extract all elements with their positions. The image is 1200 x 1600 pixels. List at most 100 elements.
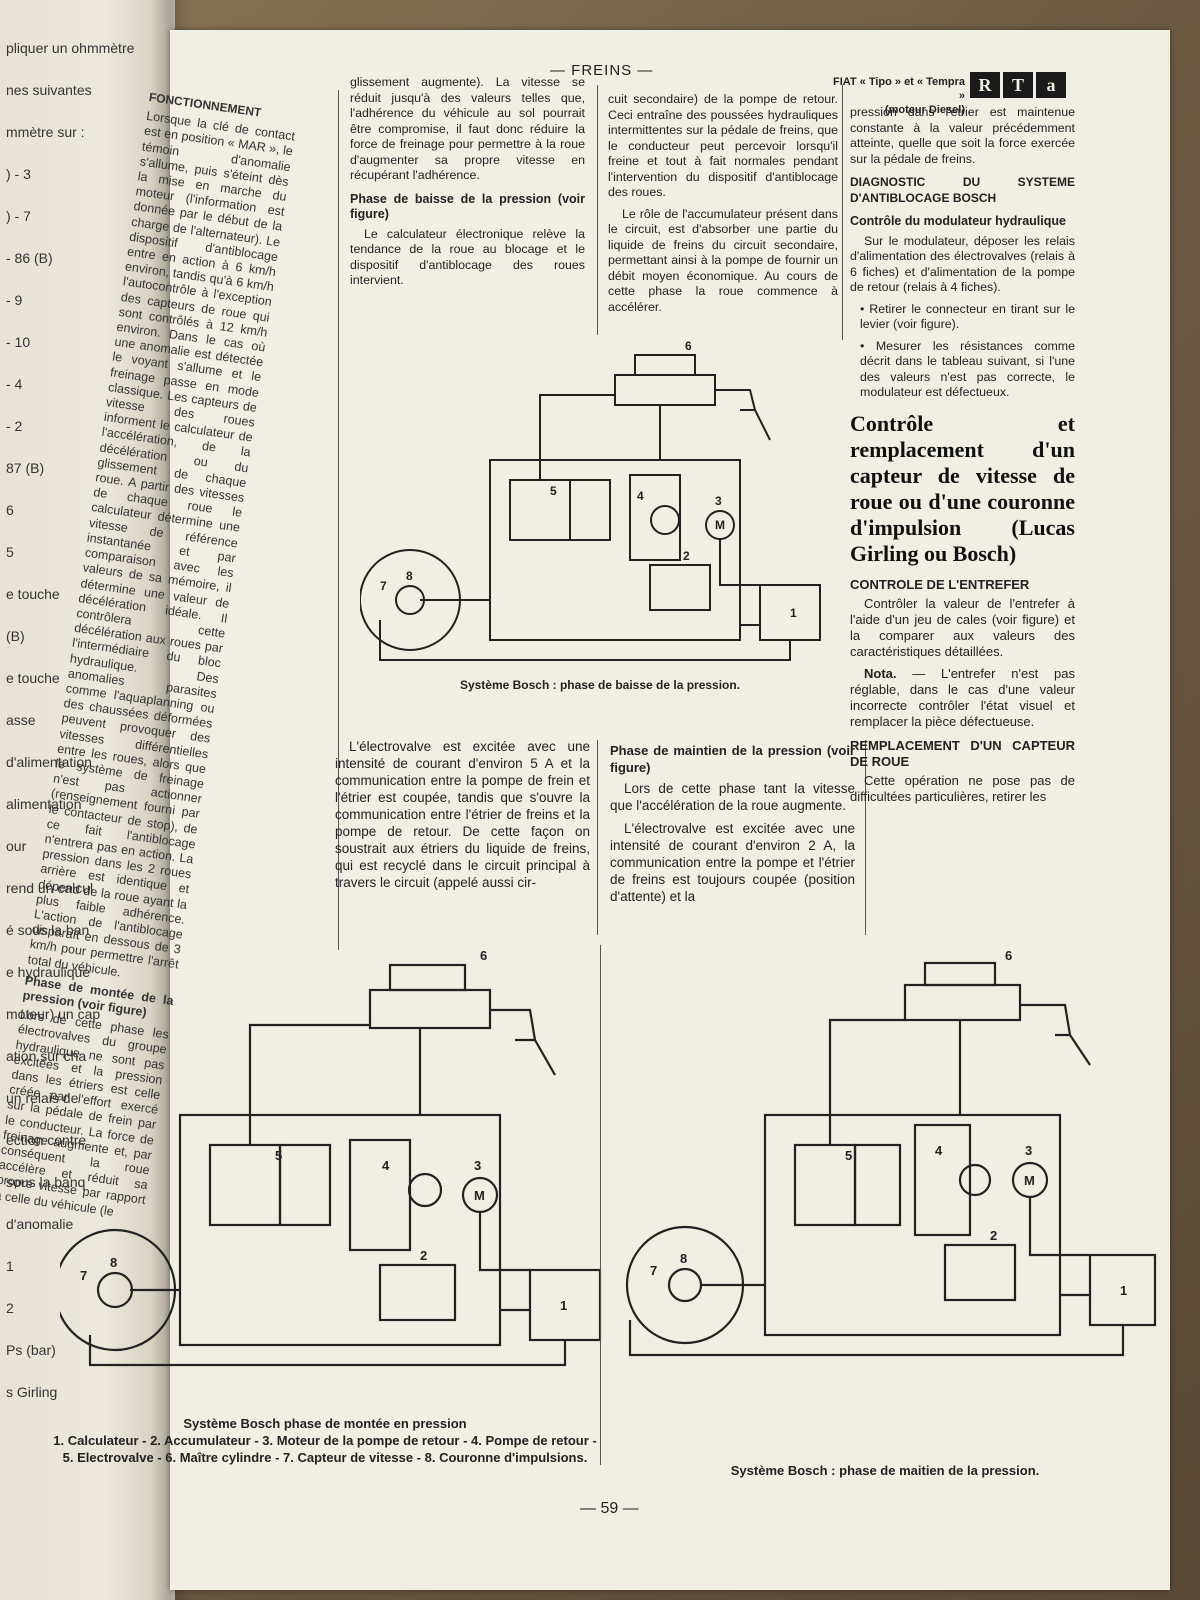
heading-phase-maintien: Phase de maintien de la pression (voir f… bbox=[610, 743, 855, 775]
column-rule bbox=[597, 85, 598, 335]
vehicle-label: FIAT « Tipo » et « Tempra » (moteur Dies… bbox=[832, 76, 965, 116]
left-page-fragment: - 9 bbox=[6, 292, 23, 308]
paragraph: Contrôler la valeur de l'entrefer à l'ai… bbox=[850, 596, 1075, 659]
label-5: 5 bbox=[275, 1148, 282, 1163]
left-page-fragment: (B) bbox=[6, 628, 25, 644]
paragraph: pression dans l'étrier est maintenue con… bbox=[850, 105, 1075, 166]
left-page-fragment: 87 (B) bbox=[6, 460, 45, 476]
hydraulic-schematic: 1 2 3 4 5 6 7 8 M bbox=[359, 339, 821, 661]
left-page-fragment: - 2 bbox=[6, 418, 23, 434]
left-page-fragment: 6 bbox=[6, 502, 14, 518]
column-rule bbox=[600, 945, 601, 1465]
paragraph: L'électrovalve est excitée avec une inte… bbox=[335, 739, 590, 890]
label-1: 1 bbox=[1120, 1283, 1127, 1298]
section-title: — FREINS — bbox=[550, 62, 654, 79]
column-1-bottom: L'électrovalve est excitée avec une inte… bbox=[335, 738, 590, 897]
label-2: 2 bbox=[990, 1228, 997, 1243]
rta-logo: R T a bbox=[970, 72, 1066, 98]
left-page: pliquer un ohmmètre nes suivantes mmètre s… bbox=[0, 0, 175, 1600]
label-5: 5 bbox=[550, 484, 557, 498]
left-page-fragment: e touche bbox=[6, 586, 60, 602]
label-7: 7 bbox=[380, 579, 387, 593]
label-1: 1 bbox=[790, 606, 797, 620]
left-page-fragment: ection contre bbox=[6, 1132, 87, 1148]
heading-diagnostic: DIAGNOSTIC DU SYSTEME D'ANTIBLOCAGE BOSC… bbox=[850, 175, 1075, 205]
heading-remplacement: REMPLACEMENT D'UN CAPTEUR DE ROUE bbox=[850, 738, 1075, 769]
left-page-fragment: e touche bbox=[6, 670, 60, 686]
diagram-phase-montee: 1 2 3 4 5 6 7 8 M bbox=[53, 945, 610, 1385]
paragraph: cuit secondaire) de la pompe de retour. … bbox=[608, 92, 838, 199]
heading-controle-entrefer: CONTROLE DE L'ENTREFER bbox=[850, 576, 1030, 592]
label-6: 6 bbox=[1005, 948, 1012, 963]
caption-phase-baisse: Système Bosch : phase de baisse de la pr… bbox=[459, 678, 741, 692]
left-page-fragment: ation sur cha bbox=[6, 1048, 87, 1064]
label-3: 3 bbox=[1025, 1143, 1032, 1158]
paragraph: glissement augmente). La vitesse se rédu… bbox=[350, 75, 585, 182]
label-2: 2 bbox=[420, 1248, 427, 1263]
column-2-bottom: Phase de maintien de la pression (voir f… bbox=[610, 742, 855, 911]
label-5: 5 bbox=[845, 1148, 852, 1163]
label-7: 7 bbox=[650, 1263, 657, 1278]
label-6: 6 bbox=[685, 339, 692, 353]
hydraulic-schematic: 1 2 3 4 5 6 7 8 M bbox=[53, 948, 602, 1367]
diagram-phase-maintien: 1 2 3 4 5 6 7 8 M bbox=[615, 945, 1160, 1385]
column-3: pression dans l'étrier est maintenue con… bbox=[850, 105, 1075, 811]
paragraph: Cette opération ne pose pas de difficult… bbox=[850, 773, 1075, 804]
left-page-fragment: un relais de bbox=[6, 1090, 79, 1106]
label-8: 8 bbox=[680, 1251, 687, 1266]
label-3: 3 bbox=[474, 1158, 481, 1173]
left-page-fragment: Ps (bar) bbox=[6, 1342, 56, 1358]
column-rule bbox=[865, 740, 866, 935]
left-page-fragment: ) - 3 bbox=[6, 166, 31, 182]
column-rule bbox=[842, 85, 843, 340]
label-8: 8 bbox=[110, 1255, 117, 1270]
paragraph: Lors de cette phase tant la vitesse que … bbox=[610, 781, 855, 813]
column-rule bbox=[338, 90, 339, 950]
left-page-fragment: 2 bbox=[6, 1300, 14, 1316]
bullet: • Retirer le connecteur en tirant sur le… bbox=[860, 301, 1075, 332]
left-page-fragment: - 4 bbox=[6, 376, 23, 392]
column-rule bbox=[597, 740, 598, 935]
left-page-fragment: our bbox=[6, 838, 27, 854]
heading-controle-modulateur: Contrôle du modulateur hydraulique bbox=[850, 214, 1066, 228]
left-page-fragment: - 10 bbox=[6, 334, 31, 350]
left-page-fragment: rend un calcul bbox=[6, 880, 94, 896]
label-4: 4 bbox=[935, 1143, 943, 1158]
diagram-phase-baisse: 1 2 3 4 5 6 7 8 M bbox=[359, 335, 840, 665]
left-page-fragment: é sous la ban bbox=[6, 922, 90, 938]
label-m: M bbox=[474, 1188, 485, 1203]
paragraph: Le rôle de l'accumulateur présent dans l… bbox=[608, 206, 838, 314]
left-page-fragment: nes suivantes bbox=[6, 82, 92, 98]
section-big-title: Contrôle et remplacement d'un capteur de… bbox=[850, 410, 1075, 566]
label-4: 4 bbox=[637, 489, 644, 503]
column-2: cuit secondaire) de la pompe de retour. … bbox=[608, 92, 838, 321]
label-4: 4 bbox=[382, 1158, 390, 1173]
left-page-fragment: ) - 7 bbox=[6, 208, 31, 224]
left-page-fragment: 5 bbox=[6, 544, 14, 560]
label-7: 7 bbox=[80, 1268, 87, 1283]
label-6: 6 bbox=[480, 948, 487, 963]
left-page-fragment: moteur) un cap bbox=[6, 1006, 101, 1022]
left-page-fragment: sous la banq bbox=[6, 1174, 86, 1190]
left-page-fragment: alimentation bbox=[6, 796, 82, 812]
right-page: — FREINS — FIAT « Tipo » et « Tempra » (… bbox=[0, 30, 1170, 1590]
paragraph: L'électrovalve est excitée avec une inte… bbox=[610, 821, 855, 904]
left-page-fragment: d'alimentation bbox=[6, 754, 92, 770]
left-page-fragment: asse bbox=[6, 712, 36, 728]
left-page-fragment: mmètre sur : bbox=[6, 124, 85, 140]
paragraph: Sur le modulateur, déposer les relais d'… bbox=[850, 233, 1075, 295]
nota: Nota. — L'entrefer n'est pas réglable, d… bbox=[850, 666, 1075, 729]
label-1: 1 bbox=[560, 1298, 567, 1313]
heading-phase-baisse: Phase de baisse de la pression (voir fig… bbox=[350, 191, 585, 222]
left-page-fragment: pliquer un ohmmètre bbox=[6, 40, 135, 56]
paragraph: Le calculateur électronique relève la te… bbox=[350, 226, 585, 288]
left-page-fragment: - 86 (B) bbox=[6, 250, 53, 266]
bullet: • Mesurer les résistances comme décrit d… bbox=[860, 338, 1075, 400]
page-number: — 59 — bbox=[580, 1500, 639, 1517]
label-3: 3 bbox=[715, 494, 722, 508]
hydraulic-schematic: 1 2 3 4 5 6 7 8 M bbox=[625, 948, 1157, 1357]
label-2: 2 bbox=[683, 549, 690, 563]
caption-phase-maintien: Système Bosch : phase de maitien de la p… bbox=[730, 1463, 1040, 1478]
label-8: 8 bbox=[406, 569, 413, 583]
label-m: M bbox=[1024, 1173, 1035, 1188]
